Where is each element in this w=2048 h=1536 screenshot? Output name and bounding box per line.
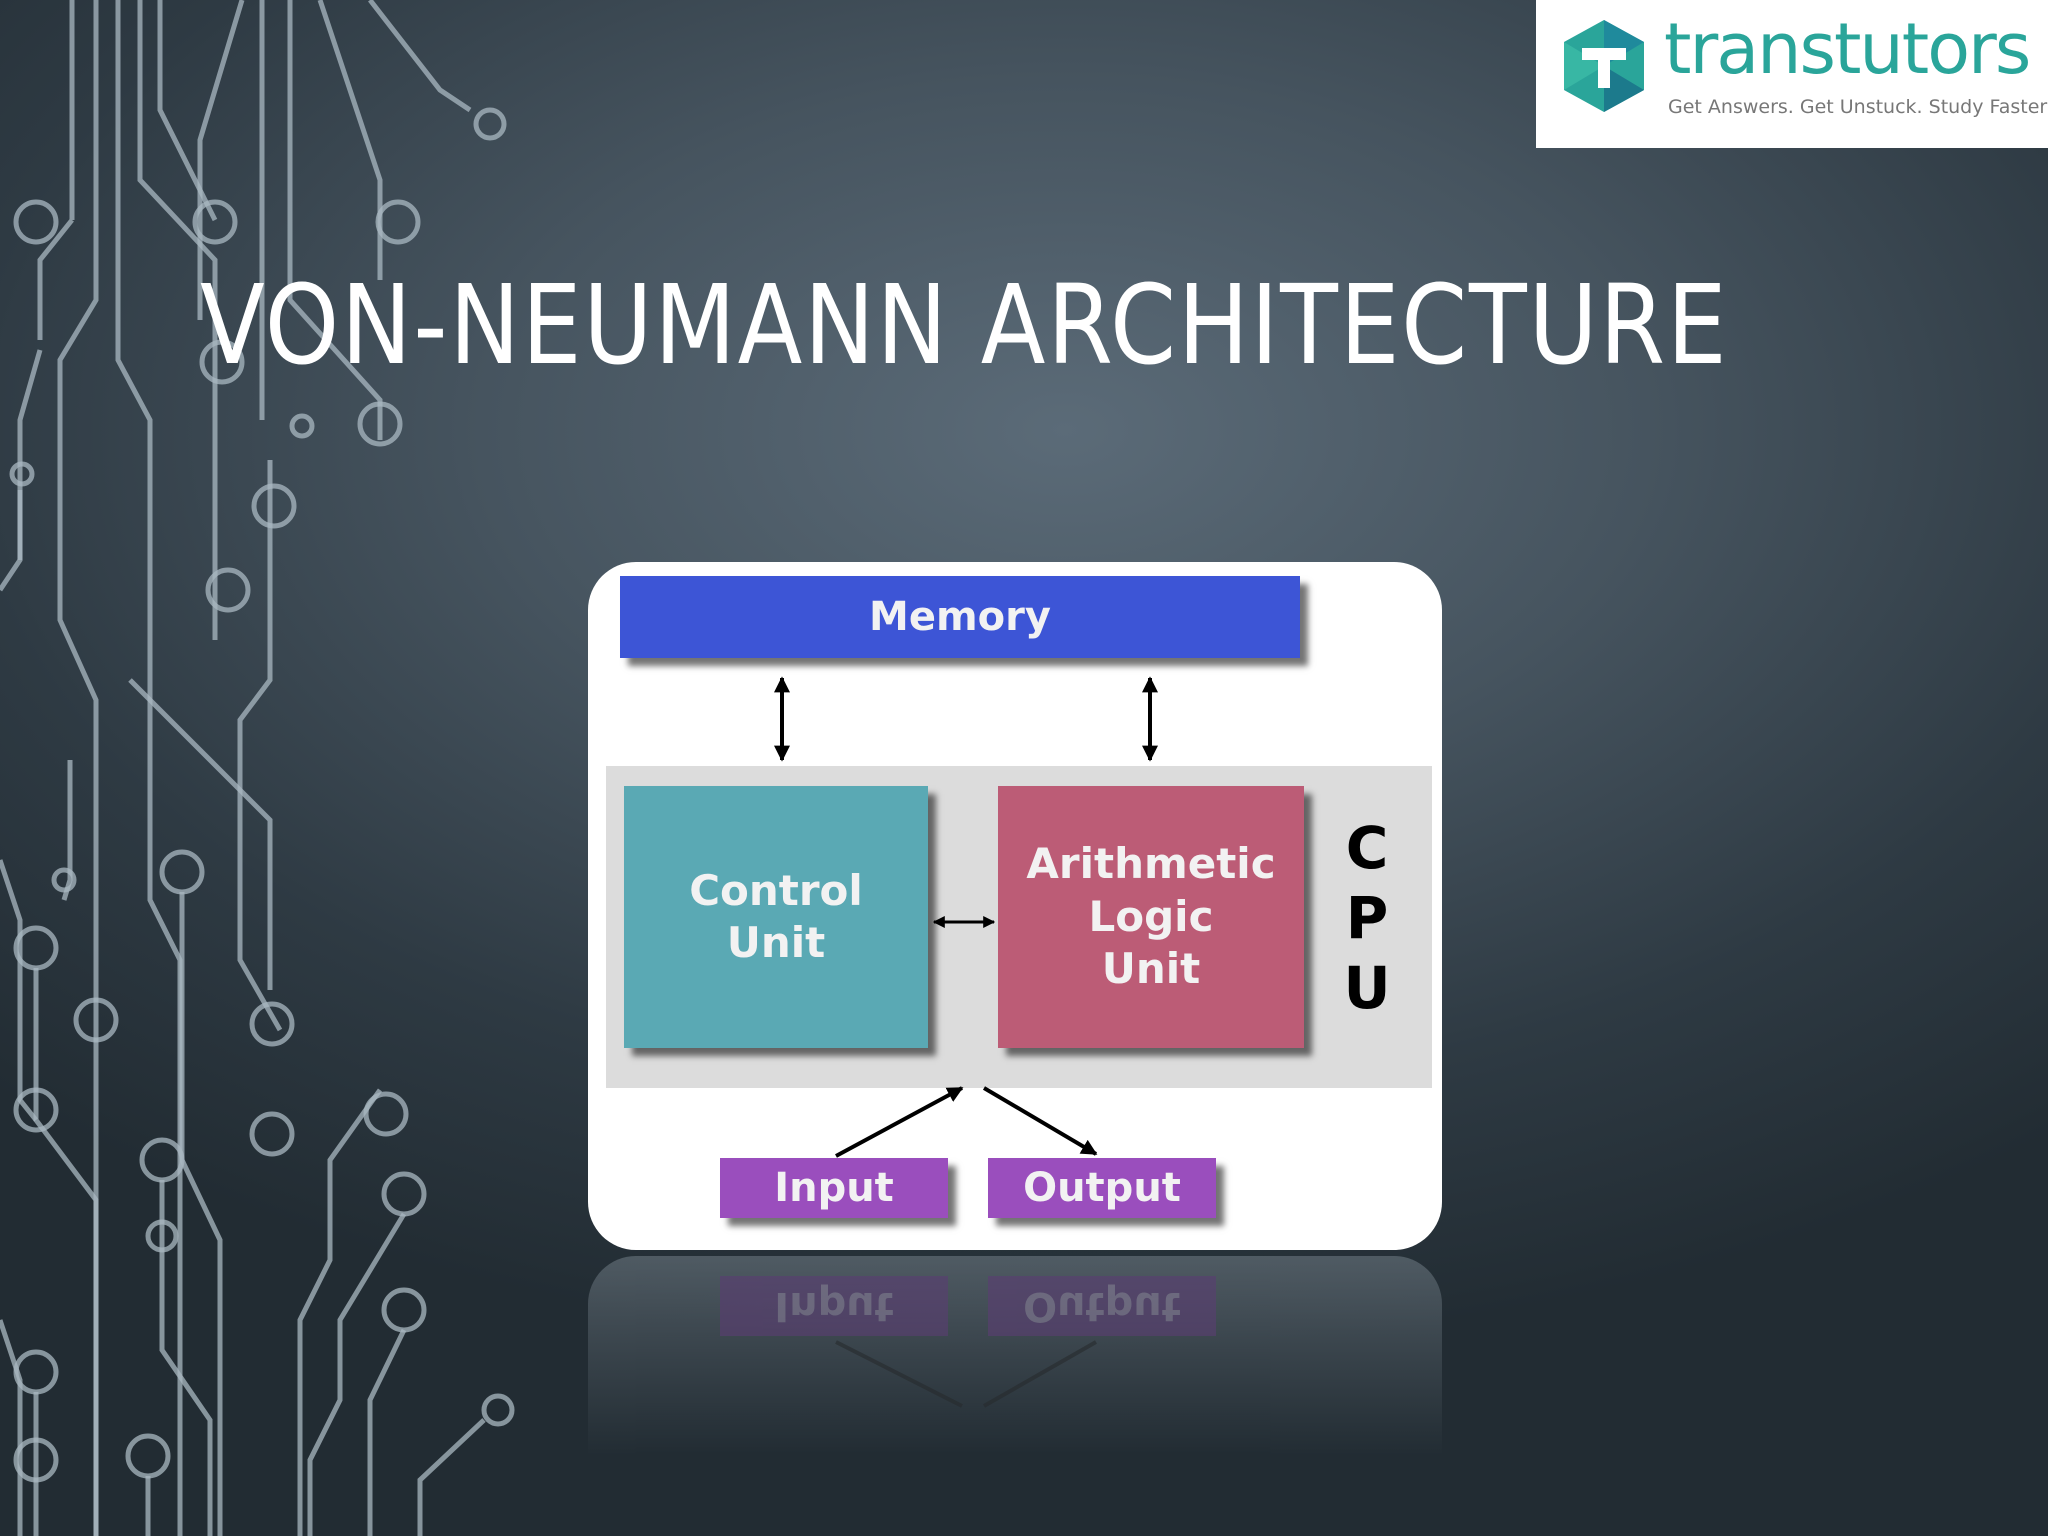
- logo-tagline: Get Answers. Get Unstuck. Study Faster: [1668, 96, 2048, 118]
- transtutors-logo-icon: [1564, 20, 1644, 112]
- input-cpu-arrow: [835, 1086, 964, 1158]
- reflection-arrows: [835, 1340, 1097, 1408]
- architecture-diagram: Memory Control Unit Arithmetic Logic Uni…: [588, 562, 1442, 1250]
- alu-block: Arithmetic Logic Unit: [998, 786, 1304, 1048]
- slide-title: VON-NEUMANN ARCHITECTURE: [200, 261, 1729, 389]
- output-block: Output: [988, 1158, 1216, 1218]
- circuit-decoration: [0, 0, 515, 1536]
- cpu-letter-u: U: [1343, 954, 1391, 1022]
- control-unit-block: Control Unit: [624, 786, 928, 1048]
- logo-box: transtutors Get Answers. Get Unstuck. St…: [1536, 0, 2048, 148]
- logo-name: transtutors: [1664, 8, 2031, 90]
- diagram-reflection: Input Output: [588, 1256, 1442, 1456]
- memory-block: Memory: [620, 576, 1300, 658]
- cpu-letter-p: P: [1345, 884, 1389, 952]
- cpu-letter-c: C: [1345, 814, 1389, 882]
- cpu-output-arrow: [982, 1086, 1098, 1156]
- input-block: Input: [720, 1158, 948, 1218]
- diagram-arrows: [774, 676, 1158, 1158]
